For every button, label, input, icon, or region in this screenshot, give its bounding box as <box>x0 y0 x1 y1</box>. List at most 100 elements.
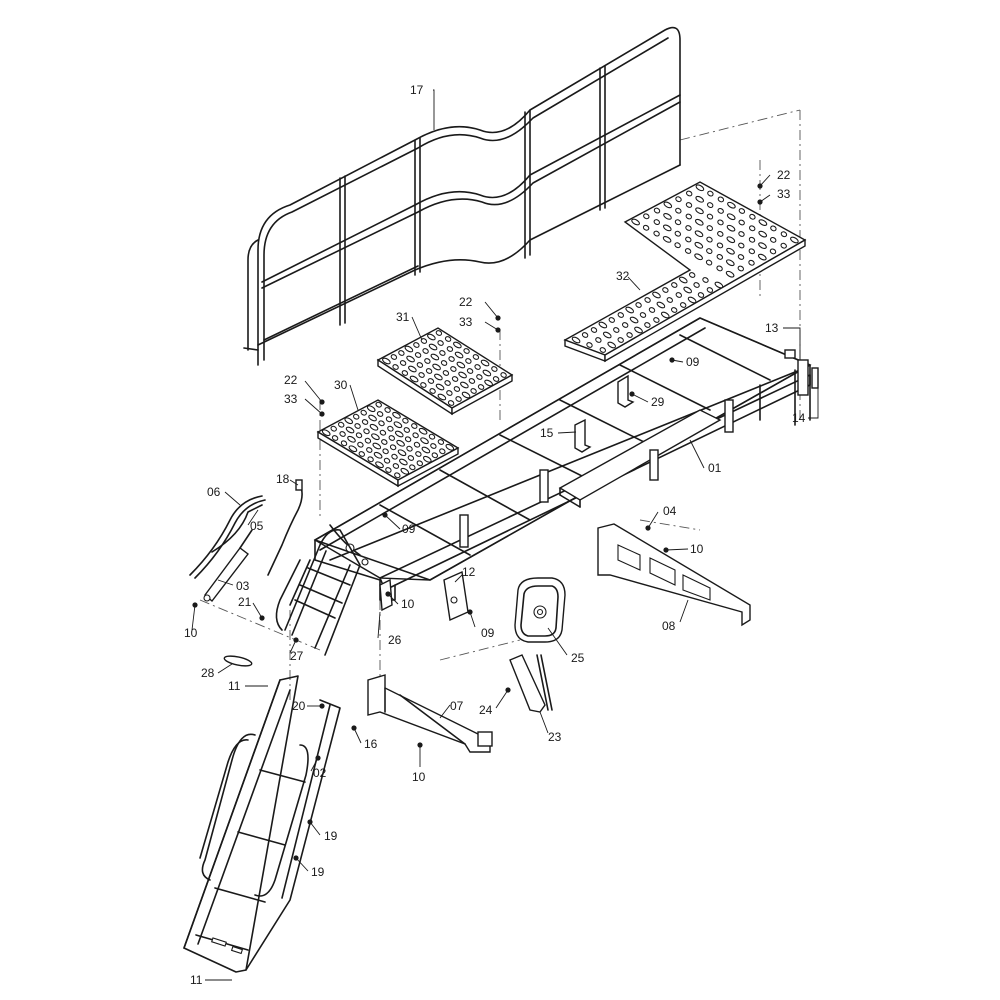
perforation-hole <box>384 407 391 413</box>
perforation-hole <box>738 242 745 249</box>
perforation-hole <box>491 366 498 372</box>
perforation-hole <box>427 378 435 384</box>
bracket-13-part <box>784 349 796 359</box>
perforation-hole <box>474 364 481 370</box>
callout-10-frame: 10 <box>401 597 415 611</box>
callout-23: 23 <box>548 730 562 744</box>
perforation-hole <box>402 417 409 424</box>
perforation-hole <box>413 342 420 348</box>
perforation-hole <box>748 236 756 243</box>
perforation-hole <box>354 423 361 429</box>
perforation-hole <box>381 439 388 445</box>
perforation-hole <box>455 396 462 402</box>
callout-33-mid: 33 <box>459 315 473 329</box>
perforation-hole <box>738 231 745 237</box>
callout-33-left: 33 <box>284 392 298 406</box>
callout-09-plate: 09 <box>481 626 495 640</box>
perforation-hole <box>430 443 437 449</box>
perforation-hole <box>344 417 354 425</box>
support-arm-08-part <box>597 523 751 627</box>
perforation-hole <box>675 292 683 298</box>
perforation-hole <box>371 433 380 441</box>
perforation-hole <box>385 416 393 423</box>
perforation-hole <box>598 321 608 329</box>
perforation-hole <box>737 265 745 272</box>
perforation-hole <box>613 327 620 333</box>
perforation-hole <box>401 370 409 376</box>
perforation-hole <box>394 472 401 479</box>
perforation-hole <box>439 350 446 356</box>
perforation-hole <box>379 429 387 436</box>
perforation-hole <box>590 327 598 333</box>
perforation-hole <box>625 306 635 314</box>
perforation-hole <box>392 463 400 469</box>
perforation-hole <box>442 370 450 376</box>
callout-09-frame-left: 09 <box>402 522 416 536</box>
perforation-hole <box>468 378 476 384</box>
perforation-hole <box>706 248 713 255</box>
guard-rail-part <box>243 26 681 366</box>
perforation-hole <box>476 374 483 380</box>
perforation-hole <box>393 421 403 429</box>
perforation-hole <box>392 411 401 419</box>
callout-24: 24 <box>479 703 493 717</box>
perforation-hole <box>391 453 398 460</box>
perforation-hole <box>663 213 672 220</box>
perforation-hole <box>687 296 697 304</box>
callout-02: 02 <box>313 766 327 780</box>
perforation-hole <box>413 441 421 448</box>
perforation-hole <box>748 225 756 232</box>
perforation-hole <box>445 443 455 451</box>
perforation-hole <box>737 254 745 260</box>
perforation-hole <box>663 201 673 209</box>
perforation-hole <box>390 354 398 360</box>
perforation-hole <box>382 448 389 455</box>
perforation-hole <box>383 457 391 464</box>
perforation-hole <box>340 440 348 447</box>
perforation-hole <box>726 224 736 232</box>
perforation-hole <box>674 230 682 237</box>
perforation-hole <box>375 401 382 408</box>
perforation-hole <box>706 236 713 243</box>
perforation-hole <box>683 286 693 294</box>
perforation-hole <box>695 184 705 192</box>
perforation-hole <box>422 455 432 463</box>
hose-05-part <box>211 504 263 553</box>
perforation-hole <box>330 425 337 432</box>
perforation-hole <box>643 213 650 220</box>
perforation-hole <box>492 376 500 382</box>
perforation-hole <box>429 388 436 394</box>
perforation-hole <box>652 291 661 299</box>
callout-22-mid: 22 <box>459 295 473 309</box>
grating-31-part <box>376 327 514 416</box>
bracket-15-part <box>574 418 592 453</box>
callout-11-top: 11 <box>228 679 241 693</box>
perforation-hole <box>448 356 455 362</box>
perforation-hole <box>398 350 405 356</box>
perforation-hole <box>769 248 777 255</box>
upper-ladder-part <box>275 528 361 656</box>
perforation-hole <box>404 436 412 443</box>
perforation-hole <box>366 405 376 413</box>
grating-30-part <box>316 399 460 488</box>
perforation-hole <box>717 219 724 226</box>
callout-06: 06 <box>207 485 221 499</box>
perforation-hole <box>695 207 704 215</box>
ring-28-part <box>223 655 253 667</box>
cylinder-03-part <box>203 529 253 603</box>
perforation-hole <box>674 242 681 249</box>
perforation-hole <box>437 393 447 401</box>
perforation-hole <box>418 427 428 435</box>
perforation-hole <box>427 333 436 341</box>
perforation-hole <box>420 382 427 388</box>
perforation-hole <box>697 292 705 298</box>
hose-06-part <box>189 495 266 579</box>
perforation-hole <box>662 224 672 232</box>
perforation-hole <box>407 455 415 461</box>
perforation-hole <box>706 225 714 232</box>
callout-26: 26 <box>388 633 402 647</box>
perforation-hole <box>482 369 492 377</box>
perforation-hole <box>466 368 474 374</box>
callout-08: 08 <box>662 619 676 633</box>
